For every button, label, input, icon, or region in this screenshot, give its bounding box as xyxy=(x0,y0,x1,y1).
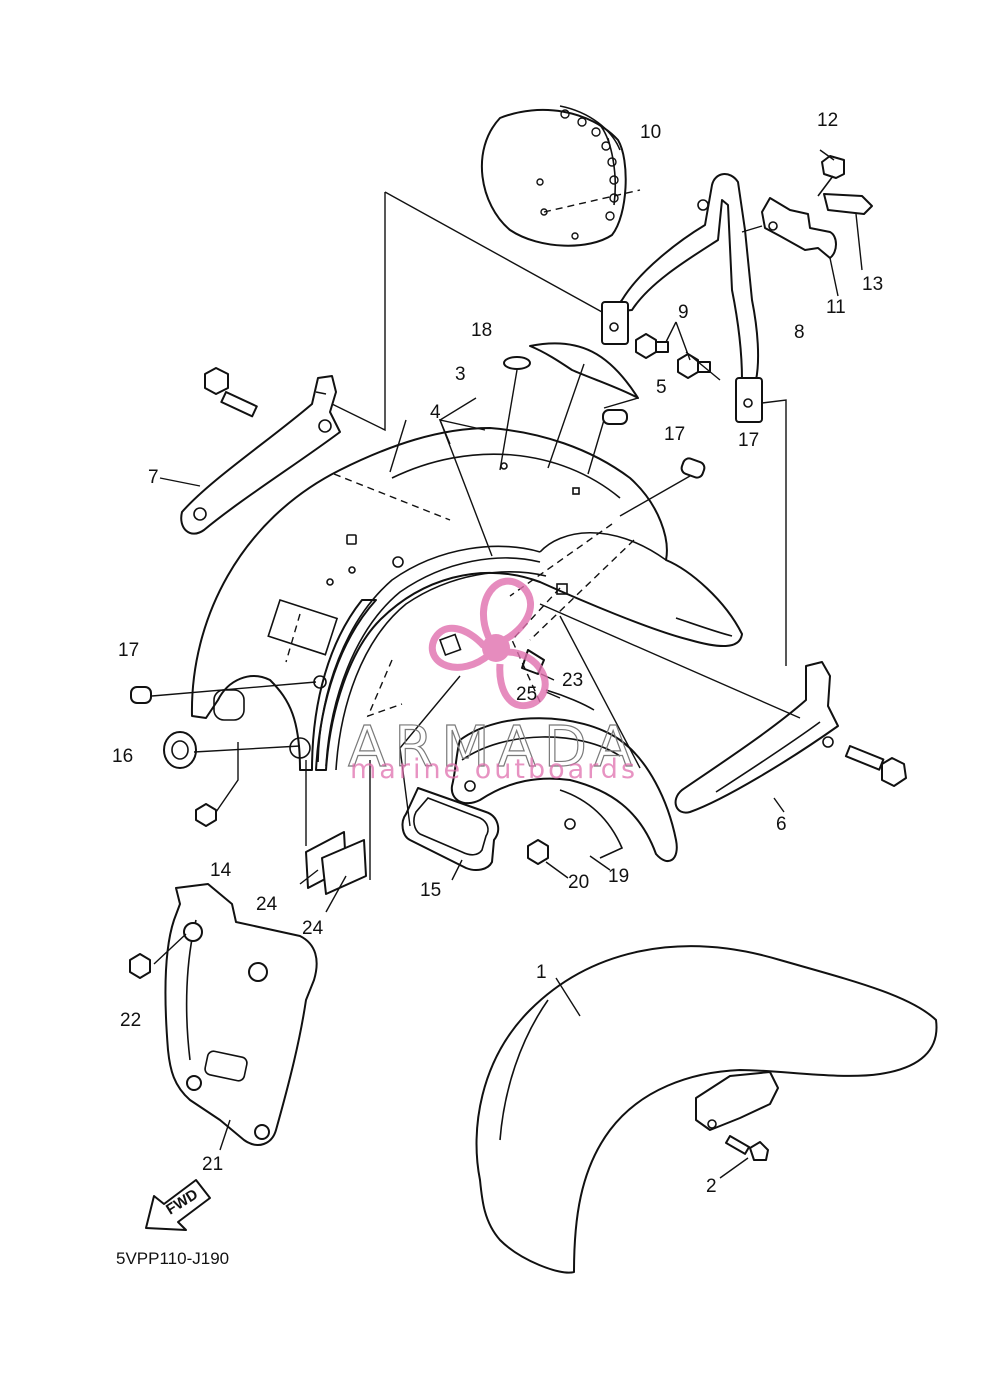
watermark-logo xyxy=(428,577,549,710)
callout-25: 25 xyxy=(516,684,537,705)
front-fender xyxy=(475,945,938,1274)
side-stay-left xyxy=(180,375,341,535)
callout-20: 20 xyxy=(568,872,589,893)
watermark-tagline: marine outboards xyxy=(350,754,638,785)
callout-6: 6 xyxy=(776,814,787,835)
callout-22: 22 xyxy=(120,1010,141,1031)
callout-19: 19 xyxy=(608,866,629,887)
callout-10: 10 xyxy=(640,122,661,143)
backrest-bracket xyxy=(761,155,873,259)
callout-18: 18 xyxy=(471,320,492,341)
callout-5: 5 xyxy=(656,377,667,398)
rear-fender xyxy=(190,427,743,771)
callout-12: 12 xyxy=(817,110,838,131)
callout-2: 2 xyxy=(706,1176,717,1197)
callout-7: 7 xyxy=(148,467,159,488)
grommets xyxy=(130,356,706,827)
bolts xyxy=(204,333,907,787)
callout-13: 13 xyxy=(862,274,883,295)
callout-17-left: 17 xyxy=(118,640,139,661)
callout-11: 11 xyxy=(826,297,846,318)
side-cover xyxy=(129,883,318,1146)
plate xyxy=(401,787,500,871)
callout-4: 4 xyxy=(430,402,441,423)
fender-guard xyxy=(450,649,678,865)
callout-23: 23 xyxy=(562,670,583,691)
callout-24-left: 24 xyxy=(256,894,278,915)
callout-24-right: 24 xyxy=(302,918,324,939)
callout-3: 3 xyxy=(455,364,466,385)
callout-8: 8 xyxy=(794,322,805,343)
leader-lines xyxy=(151,137,863,1179)
caution-labels xyxy=(305,831,367,895)
callout-9: 9 xyxy=(678,302,689,323)
watermark-brand: ARMADA xyxy=(348,715,640,780)
backrest-pad xyxy=(480,105,641,247)
callout-17-top: 17 xyxy=(664,424,685,445)
backrest-bar xyxy=(601,173,763,423)
emblem xyxy=(529,342,639,399)
callout-16: 16 xyxy=(112,746,133,767)
drawing-code: 5VPP110-J190 xyxy=(116,1249,229,1268)
callout-14: 14 xyxy=(210,860,232,881)
fwd-arrow xyxy=(145,1179,211,1231)
callout-17-right: 17 xyxy=(738,430,759,451)
side-stay-right xyxy=(674,661,839,814)
callout-1: 1 xyxy=(536,962,547,983)
callout-21: 21 xyxy=(202,1154,223,1175)
callout-15: 15 xyxy=(420,880,441,901)
